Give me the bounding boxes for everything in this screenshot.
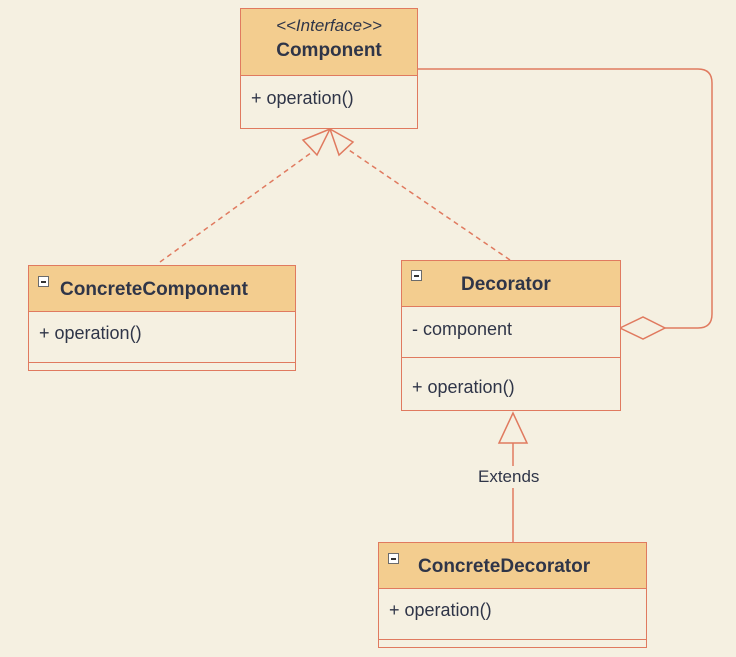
realization-arrowhead-left	[301, 127, 332, 157]
concrete-decorator-separator	[379, 639, 646, 640]
decorator-name: Decorator	[461, 274, 551, 295]
concrete-component-header: ConcreteComponent	[29, 266, 295, 312]
generalization-arrowhead	[497, 411, 529, 444]
concrete-decorator-class[interactable]: ConcreteDecorator + operation()	[378, 542, 647, 648]
concrete-component-separator	[29, 362, 295, 363]
component-operation: + operation()	[251, 88, 354, 108]
component-header: <<Interface>> Component	[241, 9, 417, 76]
concrete-component-name: ConcreteComponent	[60, 279, 248, 300]
decorator-attribute: - component	[412, 319, 513, 339]
aggregation-diamond	[618, 316, 667, 340]
concrete-decorator-operation: + operation()	[389, 600, 492, 620]
component-name: Component	[276, 40, 382, 61]
realization-arrowhead-right	[328, 127, 355, 157]
component-class[interactable]: <<Interface>> Component + operation()	[240, 8, 418, 129]
component-stereotype: <<Interface>>	[276, 16, 382, 35]
collapse-toggle-icon[interactable]	[388, 553, 399, 564]
decorator-class[interactable]: Decorator - component + operation()	[401, 260, 621, 411]
concrete-component-class[interactable]: ConcreteComponent + operation()	[28, 265, 296, 371]
collapse-toggle-icon[interactable]	[38, 276, 49, 287]
realization-decorator-line	[345, 147, 511, 261]
realization-concrete-component-line	[159, 149, 316, 263]
aggregation-line	[418, 68, 713, 329]
concrete-component-operation: + operation()	[39, 323, 142, 343]
concrete-decorator-name: ConcreteDecorator	[418, 556, 591, 577]
collapse-toggle-icon[interactable]	[411, 270, 422, 281]
extends-label: Extends	[476, 466, 542, 488]
decorator-header: Decorator	[402, 261, 620, 307]
concrete-decorator-header: ConcreteDecorator	[379, 543, 646, 589]
decorator-operation: + operation()	[412, 377, 515, 397]
decorator-separator	[402, 357, 620, 358]
